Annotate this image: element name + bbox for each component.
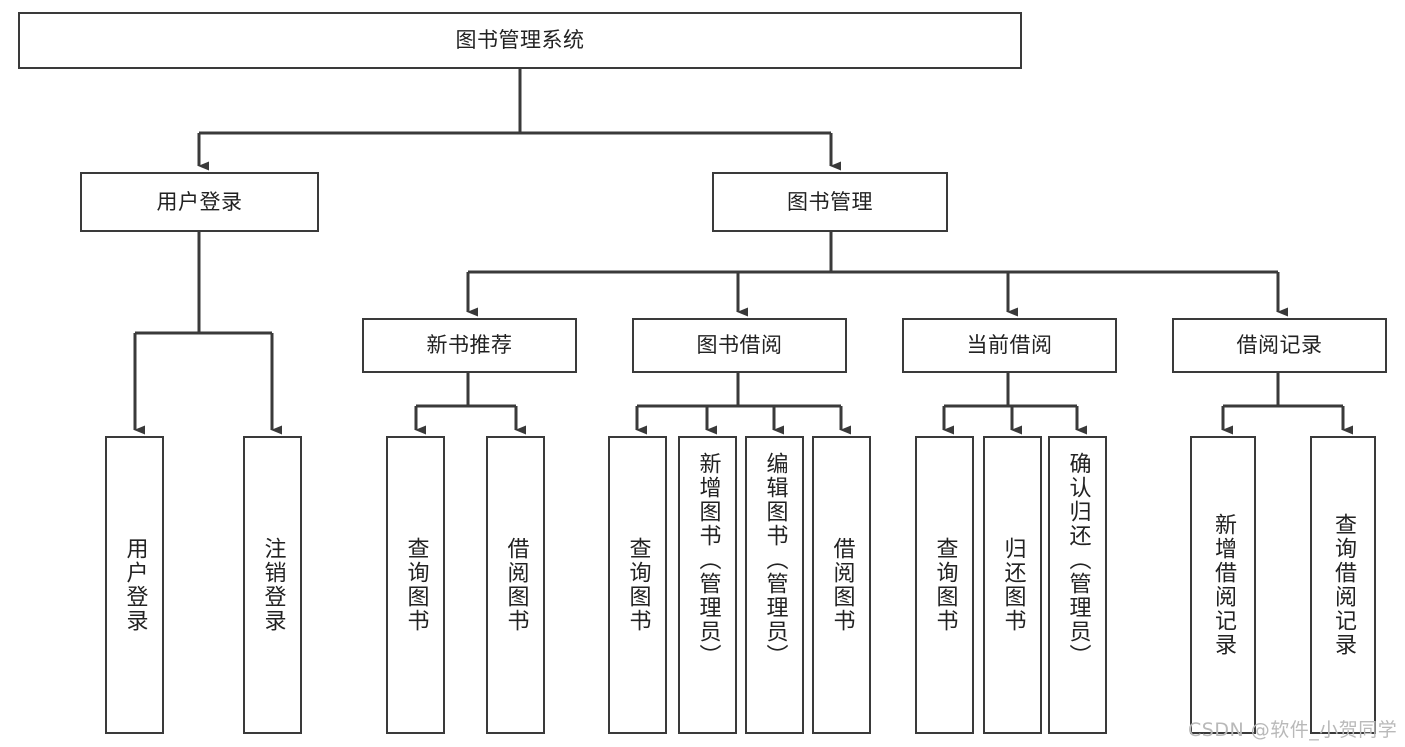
leaf-query-book-current[interactable]: 查询图书 xyxy=(915,436,974,734)
node-root-label: 图书管理系统 xyxy=(455,28,585,53)
leaf-label: 用户登录 xyxy=(122,537,148,633)
leaf-borrow-book[interactable]: 借阅图书 xyxy=(812,436,871,734)
leaf-return-book[interactable]: 归还图书 xyxy=(983,436,1042,734)
node-root[interactable]: 图书管理系统 xyxy=(18,12,1022,69)
leaf-query-book-newbook[interactable]: 查询图书 xyxy=(386,436,445,734)
leaf-label: 查询图书 xyxy=(932,537,958,633)
node-current-borrow[interactable]: 当前借阅 xyxy=(902,318,1117,373)
node-new-book-recommend-label: 新书推荐 xyxy=(426,333,513,358)
leaf-label: 查询图书 xyxy=(403,537,429,633)
leaf-add-book-admin[interactable]: 新增图书（管理员） xyxy=(678,436,737,734)
node-user-login-label: 用户登录 xyxy=(156,189,243,214)
node-borrow-record[interactable]: 借阅记录 xyxy=(1172,318,1387,373)
node-user-login[interactable]: 用户登录 xyxy=(80,172,319,232)
leaf-label: 确认归还（管理员） xyxy=(1065,452,1091,668)
leaf-confirm-return-admin[interactable]: 确认归还（管理员） xyxy=(1048,436,1107,734)
leaf-label: 查询图书 xyxy=(625,537,651,633)
leaf-label: 编辑图书（管理员） xyxy=(762,452,788,668)
node-borrow-record-label: 借阅记录 xyxy=(1236,333,1323,358)
node-book-management-label: 图书管理 xyxy=(787,189,873,214)
leaf-label: 借阅图书 xyxy=(503,537,529,633)
leaf-query-book-borrow[interactable]: 查询图书 xyxy=(608,436,667,734)
node-current-borrow-label: 当前借阅 xyxy=(966,333,1053,358)
node-book-borrow[interactable]: 图书借阅 xyxy=(632,318,847,373)
node-book-management[interactable]: 图书管理 xyxy=(712,172,948,232)
leaf-edit-book-admin[interactable]: 编辑图书（管理员） xyxy=(745,436,804,734)
node-book-borrow-label: 图书借阅 xyxy=(696,333,783,358)
leaf-user-login[interactable]: 用户登录 xyxy=(105,436,164,734)
leaf-query-borrow-record[interactable]: 查询借阅记录 xyxy=(1310,436,1376,734)
leaf-label: 查询借阅记录 xyxy=(1330,513,1356,657)
leaf-logout[interactable]: 注销登录 xyxy=(243,436,302,734)
node-new-book-recommend[interactable]: 新书推荐 xyxy=(362,318,577,373)
leaf-add-borrow-record[interactable]: 新增借阅记录 xyxy=(1190,436,1256,734)
leaf-label: 新增借阅记录 xyxy=(1210,513,1236,657)
leaf-label: 归还图书 xyxy=(1000,537,1026,633)
leaf-label: 注销登录 xyxy=(260,537,286,633)
leaf-label: 借阅图书 xyxy=(829,537,855,633)
leaf-label: 新增图书（管理员） xyxy=(695,452,721,668)
leaf-borrow-book-newbook[interactable]: 借阅图书 xyxy=(486,436,545,734)
